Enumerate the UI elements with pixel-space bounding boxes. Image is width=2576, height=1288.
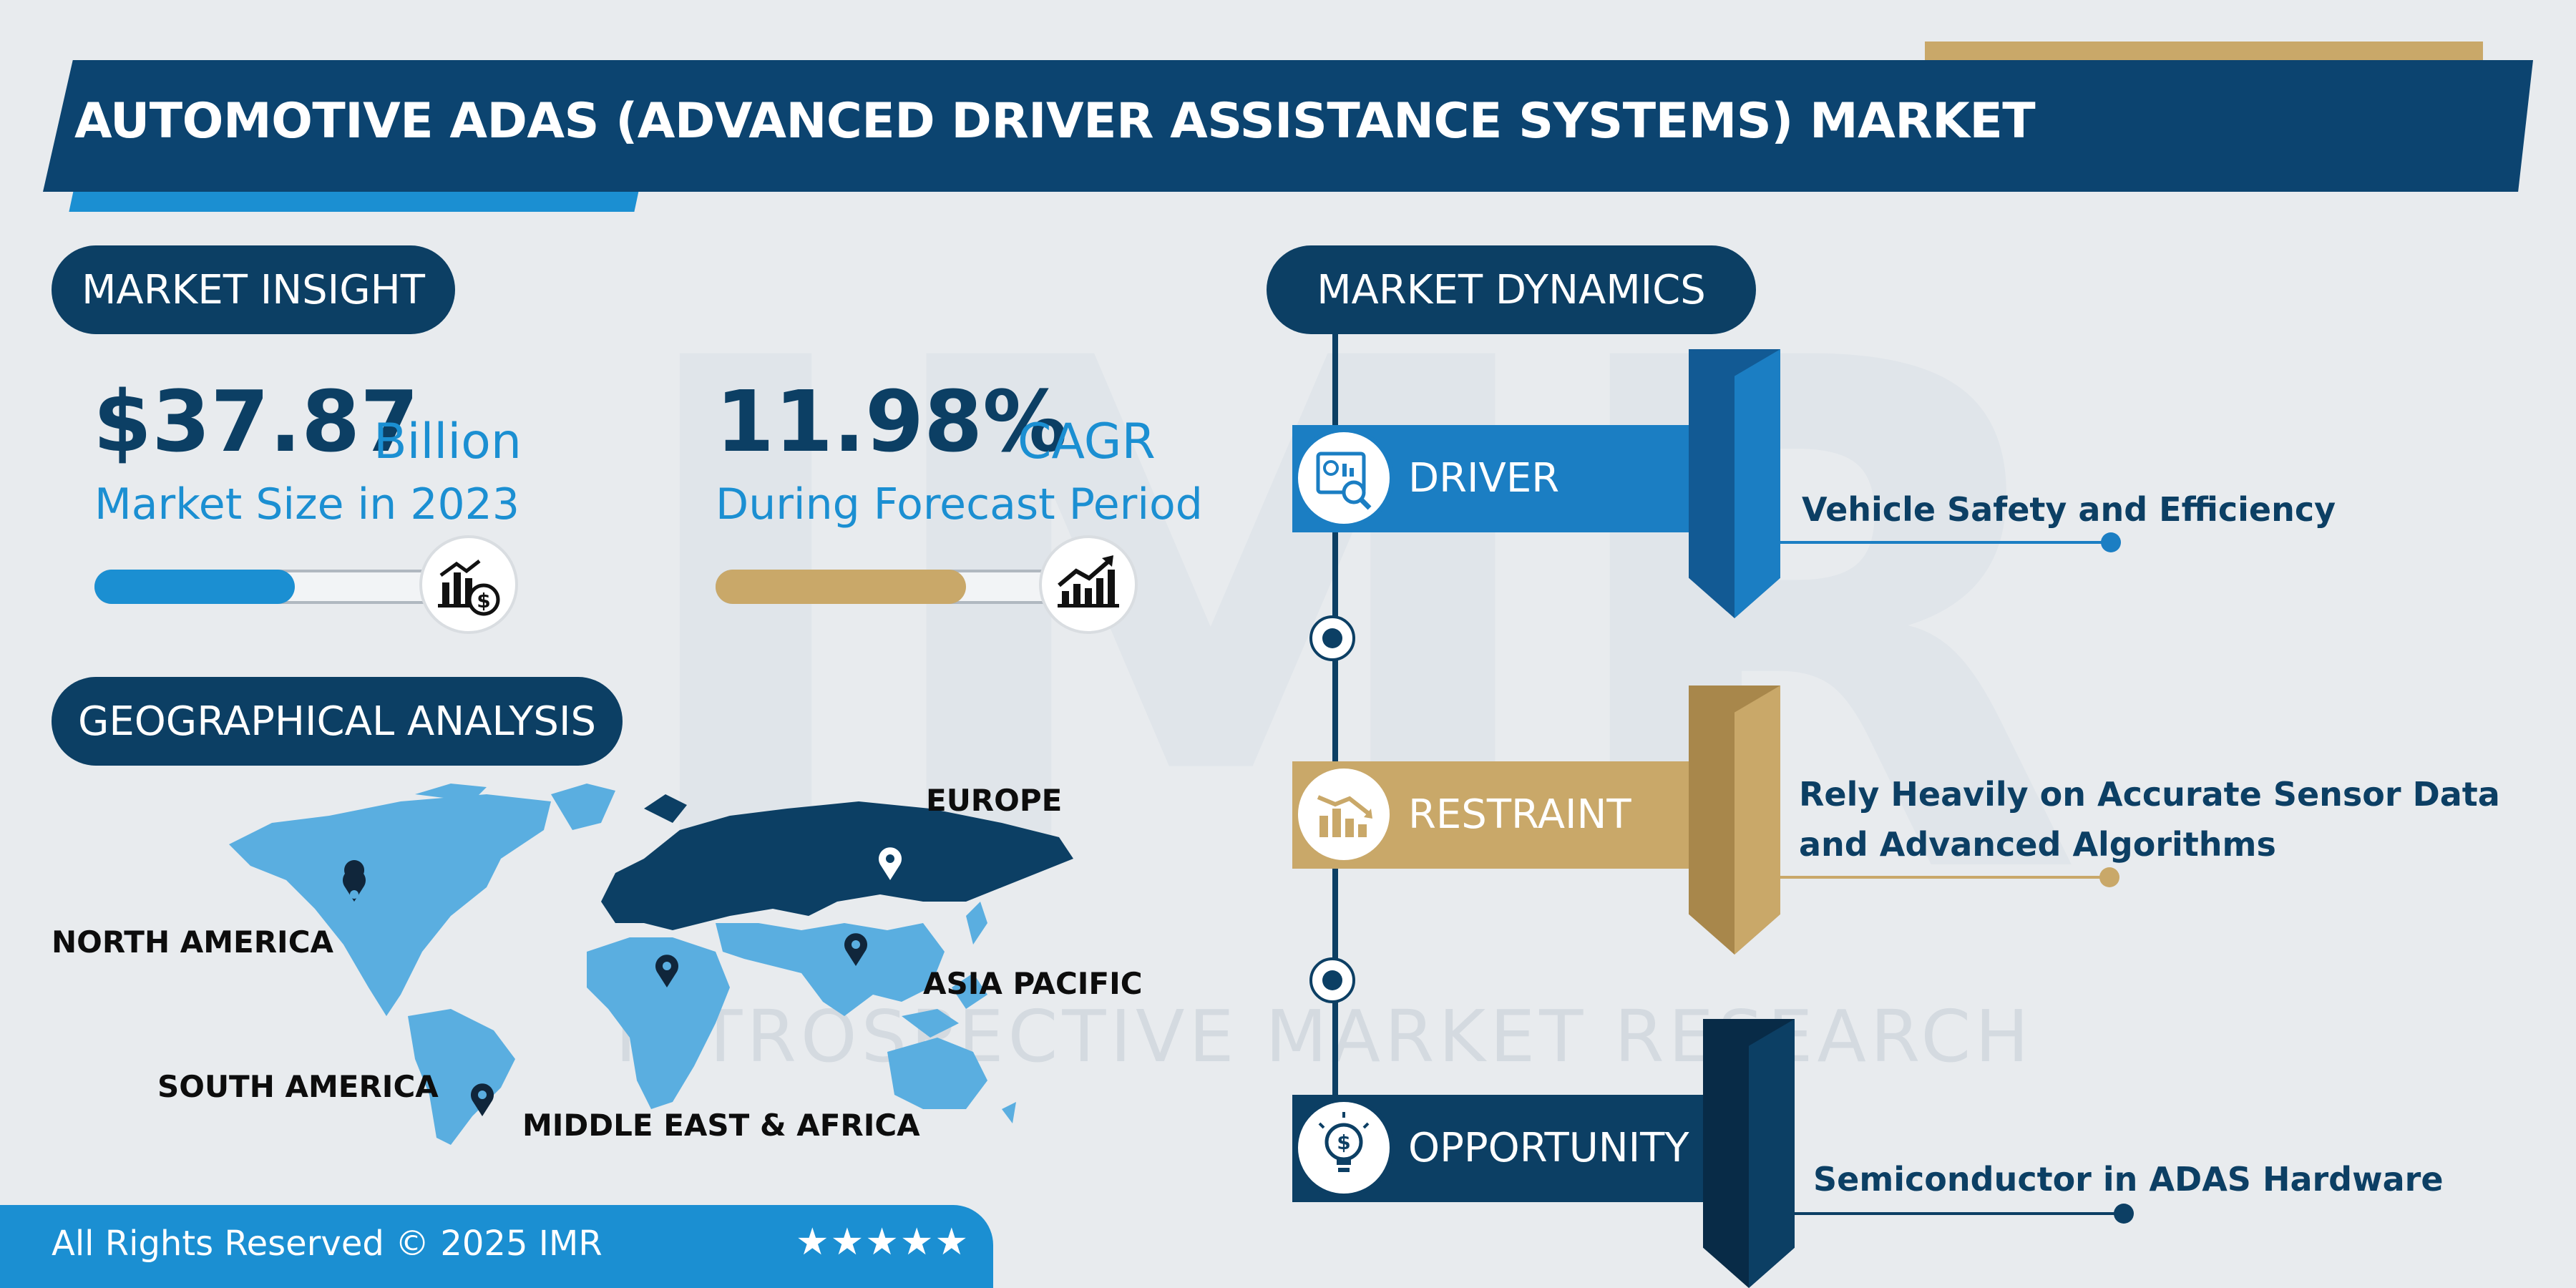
svg-text:$: $: [477, 589, 490, 613]
restraint-connector-dot: [2099, 867, 2119, 887]
svg-text:$: $: [1337, 1131, 1350, 1154]
cagr-caption: During Forecast Period: [716, 479, 1203, 530]
declining-chart-icon: [1294, 764, 1394, 864]
timeline-dot-1: [1309, 615, 1355, 661]
opportunity-connector: [1795, 1212, 2125, 1215]
title-banner: [43, 60, 2533, 192]
trending-chart-icon: [1039, 535, 1138, 634]
market-size-caption: Market Size in 2023: [94, 479, 520, 530]
region-label-middle-east-africa: MIDDLE EAST & AFRICA: [522, 1108, 920, 1143]
driver-fold-highlight: [1735, 349, 1780, 618]
opportunity-description: Semiconductor in ADAS Hardware: [1813, 1160, 2444, 1199]
driver-connector: [1780, 541, 2111, 544]
opportunity-label: OPPORTUNITY: [1408, 1125, 1689, 1171]
restraint-description-line-1: Rely Heavily on Accurate Sensor Data: [1799, 775, 2500, 814]
bar-chart-dollar-icon: $: [419, 535, 518, 634]
footer-copyright: All Rights Reserved © 2025 IMR: [52, 1224, 602, 1264]
market-size-value: $37.87: [93, 372, 419, 471]
market-insight-heading: MARKET INSIGHT: [52, 245, 455, 334]
driver-description: Vehicle Safety and Efficiency: [1802, 490, 2336, 529]
region-label-europe: EUROPE: [926, 783, 1063, 818]
market-size-unit: Billion: [374, 414, 522, 470]
market-size-bar-fill: [94, 570, 295, 604]
opportunity-connector-dot: [2114, 1204, 2134, 1224]
region-label-asia-pacific: ASIA PACIFIC: [923, 966, 1143, 1001]
opportunity-fold-highlight: [1749, 1019, 1795, 1288]
geographical-analysis-heading: GEOGRAPHICAL ANALYSIS: [52, 677, 623, 766]
lightbulb-dollar-icon: $: [1294, 1098, 1394, 1198]
restraint-connector: [1780, 876, 2109, 879]
restraint-label: RESTRAINT: [1408, 791, 1631, 838]
page-title: AUTOMOTIVE ADAS (ADVANCED DRIVER ASSISTA…: [74, 93, 2036, 150]
footer-bar: [0, 1205, 993, 1288]
cagr-unit: CAGR: [1018, 414, 1156, 470]
driver-connector-dot: [2101, 532, 2121, 552]
cagr-value: 11.98%: [716, 372, 1068, 471]
cagr-bar-fill: [716, 570, 966, 604]
footer-stars: ★★★★★: [796, 1221, 970, 1264]
chart-magnifier-icon: [1294, 428, 1394, 528]
world-map: [215, 780, 1159, 1152]
restraint-fold-highlight: [1735, 686, 1780, 955]
dynamics-timeline-line: [1332, 329, 1338, 1174]
restraint-description-line-2: and Advanced Algorithms: [1799, 825, 2276, 864]
region-label-south-america: SOUTH AMERICA: [157, 1069, 439, 1104]
driver-label: DRIVER: [1408, 455, 1560, 502]
region-label-north-america: NORTH AMERICA: [52, 924, 334, 960]
timeline-dot-2: [1309, 957, 1355, 1003]
market-dynamics-heading: MARKET DYNAMICS: [1267, 245, 1756, 334]
